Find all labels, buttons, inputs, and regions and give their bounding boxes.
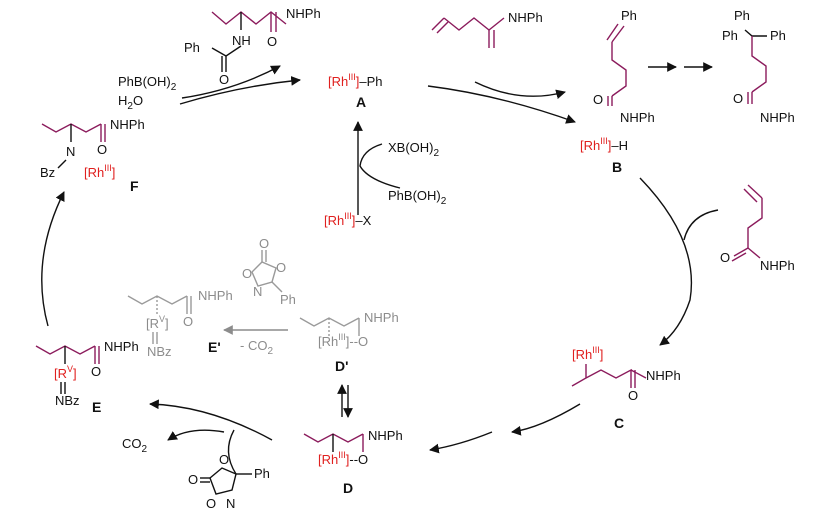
dx-o2: O xyxy=(219,452,229,467)
dx-o1: O xyxy=(188,472,198,487)
arrow-to-D xyxy=(429,431,493,454)
dg-o3: O xyxy=(276,260,286,275)
intermediate-E: NHPh O [RV] NBz E xyxy=(35,339,139,415)
E-anilide: NHPh xyxy=(104,339,139,354)
phboh2-label: PhB(OH)2 xyxy=(388,188,447,207)
arrow-co2-out xyxy=(167,429,225,441)
diaryl-ph-top: Ph xyxy=(734,8,750,23)
top-nh: NH xyxy=(232,33,251,48)
intermediate-E-prime: NHPh O [RV] NBz E' xyxy=(127,288,233,359)
arrow-A-to-B xyxy=(427,85,576,124)
substrate-anilide: NHPh xyxy=(508,10,543,25)
intermediate-D-prime: NHPh [RhIII]--O D' xyxy=(299,310,399,374)
svg-text:[RV]: [RV] xyxy=(54,364,77,381)
intermediate-D: NHPh [RhIII]--O D xyxy=(303,428,403,496)
diaryl-ph-left: Ph xyxy=(722,28,738,43)
label-F: F xyxy=(130,178,139,194)
Dp-anilide: NHPh xyxy=(364,310,399,325)
D-anilide: NHPh xyxy=(368,428,403,443)
F-bz: Bz xyxy=(40,165,55,180)
arrow-alkene-in xyxy=(683,209,719,241)
top-benzoyl-ph: Ph xyxy=(184,40,200,55)
svg-text:[RhIII]--O: [RhIII]--O xyxy=(318,332,368,349)
heck-anilide: NHPh xyxy=(620,110,655,125)
reagent2-o: O xyxy=(720,250,730,265)
Ep-nbz: NBz xyxy=(147,344,172,359)
F-anilide: NHPh xyxy=(110,117,145,132)
arrow-C-to-D xyxy=(511,403,581,436)
Ep-anilide: NHPh xyxy=(198,288,233,303)
top-benzoyl-o: O xyxy=(219,72,229,87)
top-anilide: NHPh xyxy=(286,6,321,21)
precatalyst-label: [RhIII]–X xyxy=(324,211,372,228)
dx-o3: O xyxy=(206,496,216,511)
label-E-prime: E' xyxy=(208,339,221,355)
svg-text:[RhIII]–Ph: [RhIII]–Ph xyxy=(328,72,383,89)
dioxazolone-gray: O O O N Ph xyxy=(242,236,296,307)
alkenyl-amide-substrate: NHPh xyxy=(431,10,543,48)
arrow-heck-release xyxy=(474,81,566,100)
svg-text:[RhIII]–H: [RhIII]–H xyxy=(580,136,628,153)
dg-ph: Ph xyxy=(280,292,296,307)
E-nbz: NBz xyxy=(55,393,80,408)
reagent2-anilide: NHPh xyxy=(760,258,795,273)
label-A: A xyxy=(356,94,366,110)
activation-reagents: XB(OH)2 PhB(OH)2 [RhIII]–X xyxy=(324,140,447,228)
label-B: B xyxy=(612,159,622,175)
arrow-boronic-in xyxy=(359,143,401,189)
intermediate-B: [RhIII]–H B xyxy=(580,136,628,175)
dg-o2: O xyxy=(242,266,252,281)
diaryl-product: Ph Ph Ph O NHPh xyxy=(722,8,795,125)
dx-n: N xyxy=(226,496,235,511)
top-amide-product: NHPh NH Ph O O xyxy=(184,6,321,87)
top-amide-o: O xyxy=(267,34,277,49)
E-o: O xyxy=(91,364,101,379)
arrow-E-to-F xyxy=(41,191,65,327)
dioxazolone: O O O N Ph xyxy=(188,452,270,511)
xboh2-label: XB(OH)2 xyxy=(388,140,440,159)
transmetalation-reagents: PhB(OH)2 H2O xyxy=(118,74,177,112)
arrow-release-product xyxy=(181,65,281,99)
F-o: O xyxy=(97,142,107,157)
dg-n: N xyxy=(253,284,262,299)
intermediate-A: [RhIII]–Ph A xyxy=(328,72,383,110)
dx-ph: Ph xyxy=(254,466,270,481)
intermediate-C: [RhIII] O NHPh C xyxy=(571,345,681,431)
heck-o: O xyxy=(593,92,603,107)
alkenyl-amide-reagent: O NHPh xyxy=(720,184,795,273)
co2-label: CO2 xyxy=(122,436,148,455)
F-n: N xyxy=(66,144,75,159)
label-D-prime: D' xyxy=(335,358,348,374)
svg-text:[RV]: [RV] xyxy=(146,314,169,331)
C-anilide: NHPh xyxy=(646,368,681,383)
svg-text:[RhIII]: [RhIII] xyxy=(84,163,115,180)
diaryl-anilide: NHPh xyxy=(760,110,795,125)
heck-ph: Ph xyxy=(621,8,637,23)
arrow-B-to-C xyxy=(639,177,693,346)
diaryl-ph-right: Ph xyxy=(770,28,786,43)
svg-text:[RhIII]--O: [RhIII]--O xyxy=(318,450,368,467)
phenylboronic-acid-label: PhB(OH)2 xyxy=(118,74,177,93)
intermediate-F: NHPh O N Bz [RhIII] F xyxy=(40,117,145,194)
Ep-co2-loss: - CO2 xyxy=(240,338,273,357)
water-label: H2O xyxy=(118,93,143,112)
arrow-dioxazolone-in xyxy=(227,429,237,475)
Ep-o: O xyxy=(183,314,193,329)
C-o: O xyxy=(628,388,638,403)
label-E: E xyxy=(92,399,101,415)
dg-o1: O xyxy=(259,236,269,251)
label-C: C xyxy=(614,415,624,431)
arrow-D-to-E xyxy=(149,399,273,441)
svg-text:[RhIII]: [RhIII] xyxy=(572,345,603,362)
arrow-F-to-A xyxy=(179,76,301,105)
label-D: D xyxy=(343,480,353,496)
diaryl-o: O xyxy=(733,91,743,106)
heck-product: Ph O NHPh xyxy=(593,8,655,125)
